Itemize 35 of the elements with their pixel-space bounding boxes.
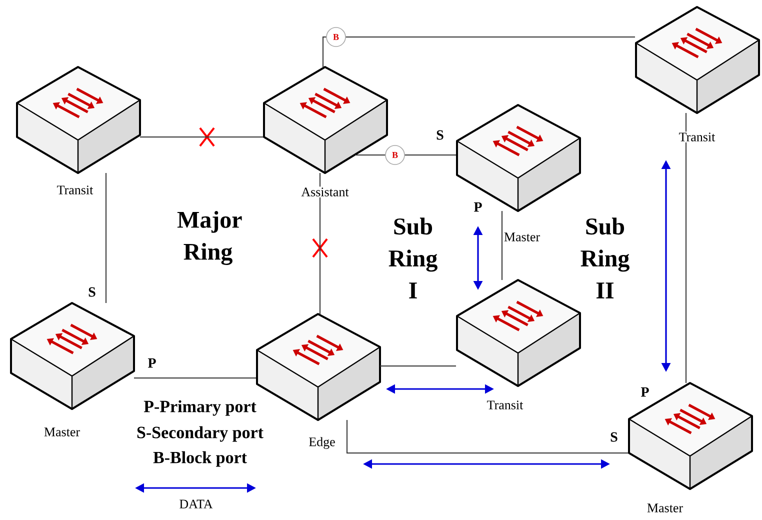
key-text: B-Block port [153, 451, 247, 467]
device-label: Edge [308, 436, 336, 450]
ring-label: Major Ring [177, 211, 242, 265]
switch-drawing [16, 66, 141, 174]
connector-line [346, 420, 628, 454]
switch-drawing [263, 66, 388, 174]
device-label: Transit [678, 132, 716, 142]
key-text: S-Secondary port [137, 426, 264, 442]
port-letter: P [148, 358, 156, 368]
port-letter: S [88, 287, 96, 297]
device-label: Assistant [300, 186, 350, 198]
switch-drawing [10, 302, 135, 410]
device-label: Transit [56, 184, 94, 196]
switch-drawing [635, 6, 760, 114]
device-label: Transit [486, 400, 524, 410]
key-text: P-Primary port [144, 400, 256, 416]
device-label: Master [646, 502, 684, 514]
connector-line [404, 154, 456, 156]
legend-text: DATA [180, 500, 213, 508]
port-letter: P [640, 387, 649, 397]
connector-line [354, 154, 386, 156]
ring-label: Sub Ring II [580, 218, 630, 298]
ring-label: Sub Ring I [388, 218, 438, 298]
switch-drawing [456, 279, 581, 387]
port-letter: S [436, 130, 444, 140]
connector-line [140, 136, 264, 138]
connector-line [345, 36, 636, 38]
switch-drawing [628, 382, 753, 490]
device-label: Master [42, 426, 82, 438]
switch-drawing [256, 313, 381, 421]
connector-line [322, 36, 327, 68]
device-label: Master [502, 232, 542, 242]
switch-drawing [456, 104, 581, 212]
port-letter: S [610, 432, 618, 442]
port-letter: P [474, 202, 482, 212]
